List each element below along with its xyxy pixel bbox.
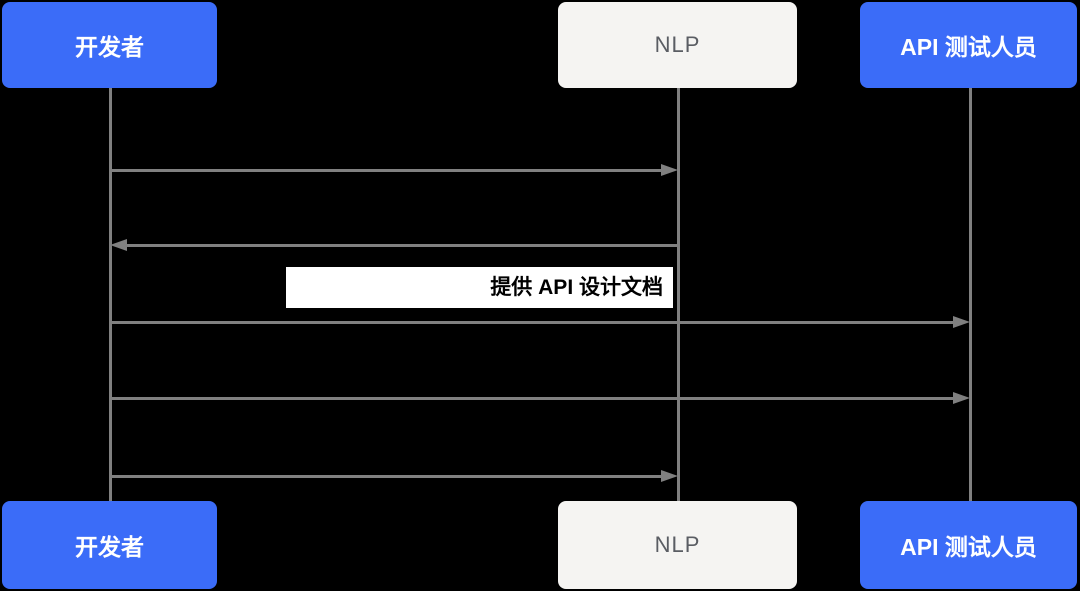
arrowhead-right-icon xyxy=(953,392,970,404)
actor-label-developer-top: 开发者 xyxy=(75,34,144,60)
actor-box-nlp-top: NLP xyxy=(558,2,797,88)
actor-label-nlp-top: NLP xyxy=(654,32,701,57)
arrowhead-left-icon xyxy=(110,239,127,251)
message-arrow-3-developer-to-api-tester xyxy=(110,316,970,329)
message-arrow-1-developer-to-nlp xyxy=(110,164,678,177)
arrow-shaft xyxy=(110,397,958,400)
actor-label-api-tester-bottom: API 测试人员 xyxy=(900,534,1037,560)
message-arrow-5-developer-to-nlp xyxy=(110,470,678,483)
message-arrow-2-nlp-to-developer xyxy=(110,239,678,252)
arrowhead-right-icon xyxy=(661,164,678,176)
arrow-shaft xyxy=(110,169,666,172)
arrow-shaft xyxy=(122,244,678,247)
arrow-shaft xyxy=(110,475,666,478)
message-arrow-4-developer-to-api-tester xyxy=(110,392,970,405)
lifeline-nlp xyxy=(677,88,680,501)
actor-box-developer-top: 开发者 xyxy=(2,2,217,88)
actor-label-api-tester-top: API 测试人员 xyxy=(900,34,1037,60)
actor-box-nlp-bottom: NLP xyxy=(558,501,797,589)
actor-label-developer-bottom: 开发者 xyxy=(75,534,144,560)
message-label-provide-api-design-doc: 提供 API 设计文档 xyxy=(286,267,673,308)
lifeline-api-tester xyxy=(969,88,972,501)
actor-box-api-tester-top: API 测试人员 xyxy=(860,2,1077,88)
actor-box-api-tester-bottom: API 测试人员 xyxy=(860,501,1077,589)
arrowhead-right-icon xyxy=(953,316,970,328)
actor-box-developer-bottom: 开发者 xyxy=(2,501,217,589)
actor-label-nlp-bottom: NLP xyxy=(654,532,701,557)
arrowhead-right-icon xyxy=(661,470,678,482)
arrow-shaft xyxy=(110,321,958,324)
lifeline-developer xyxy=(109,88,112,501)
